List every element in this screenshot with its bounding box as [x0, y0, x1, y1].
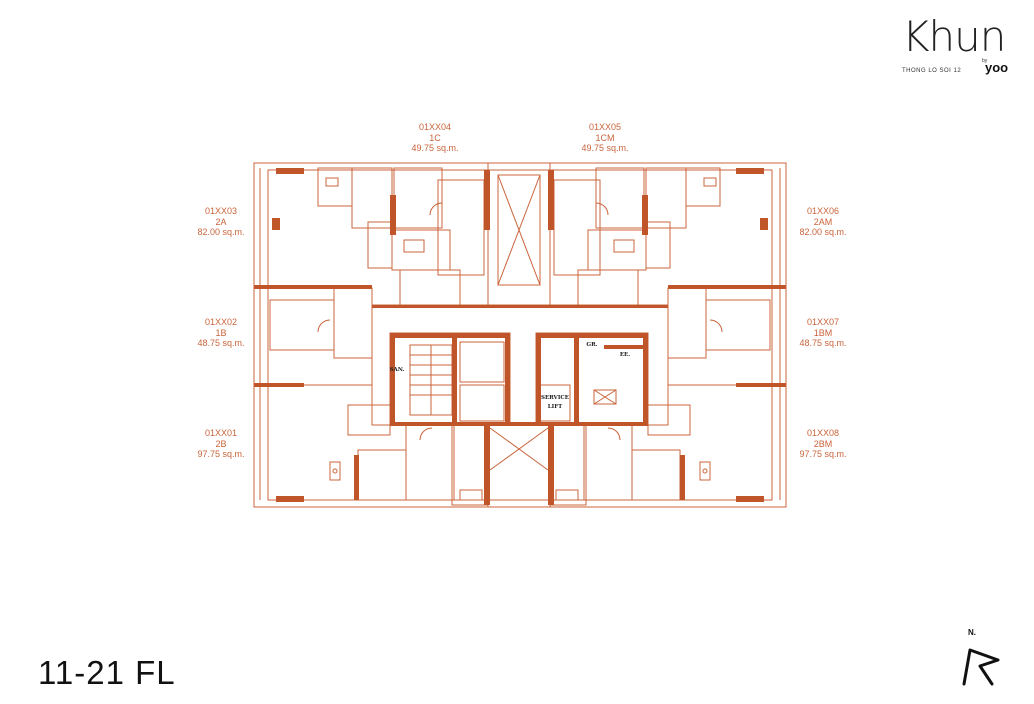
- top-shaft: [497, 174, 541, 286]
- unit-label-01xx06: 01XX06 2AM 82.00 sq.m.: [778, 206, 868, 238]
- brand-name: Khun: [902, 12, 1006, 61]
- inner-outline: [267, 169, 773, 501]
- unit-type: 1B: [215, 327, 227, 338]
- brand-subtitle: THONG LO SOI 12: [902, 68, 962, 74]
- unit-label-01xx01: 01XX01 2B 97.75 sq.m.: [176, 428, 266, 460]
- unit-id: 01XX06: [806, 206, 840, 216]
- unit-type: 1CM: [595, 132, 615, 143]
- unit-area: 97.75 sq.m.: [197, 449, 245, 459]
- room-tag-lift: LIFT: [548, 404, 563, 410]
- duct: [593, 389, 617, 405]
- brand-by: by: [982, 58, 988, 64]
- unit-type: 2AM: [813, 216, 833, 227]
- unit-type: 1C: [429, 132, 441, 143]
- floor-title: 11-21 FL: [38, 654, 176, 691]
- unit-type: 2A: [215, 216, 227, 227]
- unit-label-01xx05: 01XX05 1CM 49.75 sq.m.: [560, 122, 650, 154]
- unit-id: 01XX04: [418, 122, 452, 132]
- unit-label-01xx07: 01XX07 1BM 48.75 sq.m.: [778, 317, 868, 349]
- unit-area: 82.00 sq.m.: [799, 227, 847, 237]
- unit-area: 49.75 sq.m.: [581, 143, 629, 153]
- unit-area: 49.75 sq.m.: [411, 143, 459, 153]
- unit-id: 01XX01: [204, 428, 238, 438]
- unit-id: 01XX02: [204, 317, 238, 327]
- service-lift: [539, 384, 571, 422]
- room-tag-gr: GR.: [586, 342, 597, 348]
- bottom-lightwell: [487, 424, 551, 508]
- unit-label-01xx04: 01XX04 1C 49.75 sq.m.: [390, 122, 480, 154]
- unit-label-01xx03: 01XX03 2A 82.00 sq.m.: [176, 206, 266, 238]
- room-tag-ee: EE.: [620, 352, 630, 358]
- unit-area: 48.75 sq.m.: [799, 338, 847, 348]
- unit-area: 48.75 sq.m.: [197, 338, 245, 348]
- unit-id: 01XX07: [806, 317, 840, 327]
- north-arrow-icon: [962, 648, 1000, 686]
- unit-area: 82.00 sq.m.: [197, 227, 245, 237]
- unit-id: 01XX08: [806, 428, 840, 438]
- unit-id: 01XX05: [588, 122, 622, 132]
- north-label: N.: [968, 628, 976, 637]
- brand-partner: yoo: [985, 60, 1009, 75]
- column: [276, 168, 304, 174]
- unit-label-01xx08: 01XX08 2BM 97.75 sq.m.: [778, 428, 868, 460]
- lift-1: [459, 341, 505, 383]
- lift-2: [459, 384, 505, 422]
- column: [736, 168, 764, 174]
- column: [736, 496, 764, 502]
- room-tag-san: SAN.: [390, 367, 405, 373]
- core-left: [389, 332, 511, 426]
- unit-type: 1BM: [813, 327, 833, 338]
- brand-logo: Khun THONG LO SOI 12 by yoo: [880, 10, 1020, 90]
- unit-type: 2B: [215, 438, 227, 449]
- unit-id: 01XX03: [204, 206, 238, 216]
- column: [276, 496, 304, 502]
- room-tag-service: SERVICE: [541, 395, 569, 401]
- unit-type: 2BM: [813, 438, 833, 449]
- unit-area: 97.75 sq.m.: [799, 449, 847, 459]
- unit-label-01xx02: 01XX02 1B 48.75 sq.m.: [176, 317, 266, 349]
